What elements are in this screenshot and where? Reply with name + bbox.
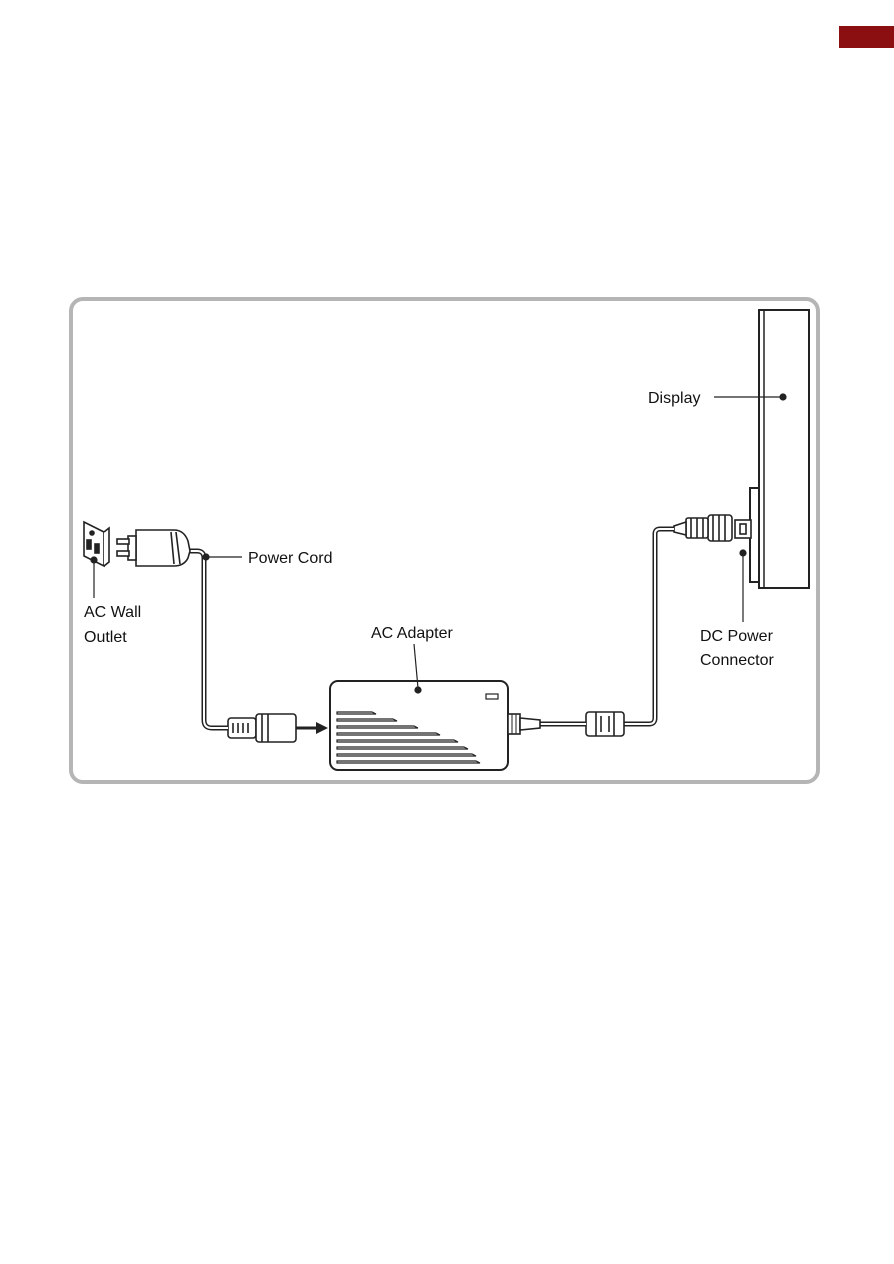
ac-wall-outlet-label-line2: Outlet [84,629,127,646]
dc-power-connector-label-line1: DC Power [700,628,774,645]
dc-connector-icon [673,514,752,542]
ac-adapter-label: AC Adapter [371,625,454,642]
ac-adapter-icon [329,680,541,771]
dc-power-connector-label-line2: Connector [700,652,774,669]
power-cord [190,548,228,731]
power-plug-icon [116,529,191,567]
dc-cable [624,526,674,727]
wall-outlet-icon [83,520,110,568]
arrow-icon [296,722,328,734]
iec-connector-icon [227,713,297,743]
ac-wall-outlet-label-line1: AC Wall [84,604,141,621]
ferrite-core-icon [585,711,625,737]
power-cord-label: Power Cord [248,550,332,567]
page-tab-marker [839,26,894,48]
display-label: Display [648,390,700,407]
leader-lines [90,393,787,694]
display-icon [749,309,810,589]
diagram-frame [69,297,820,784]
